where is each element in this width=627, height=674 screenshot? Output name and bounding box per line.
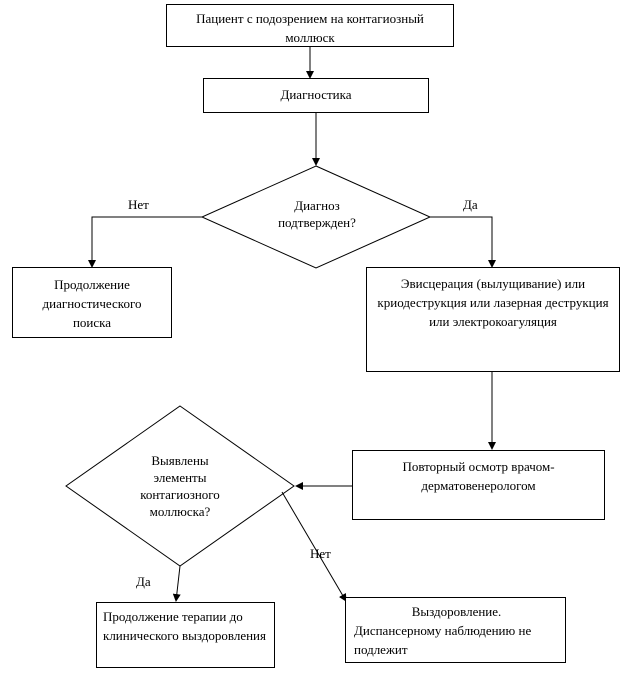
arrow-decision1-no: [88, 216, 202, 268]
arrow-decision1-yes: [430, 216, 496, 268]
recovery-title: Выздоровление.: [411, 604, 502, 619]
diagnostics-text: Диагностика: [280, 87, 352, 102]
decision2-yes-label: Да: [136, 574, 151, 589]
continue-therapy-box: Продолжение терапии до клинического вызд…: [96, 602, 275, 668]
treatment-text: Эвисцерация (вылущивание) или криодестру…: [377, 276, 609, 329]
arrow-decision2-no: [281, 491, 347, 602]
continue-therapy-text: Продолжение терапии до клинического вызд…: [103, 609, 266, 643]
followup-box: Повторный осмотр врачом-дерматовенеролог…: [352, 450, 605, 520]
continue-search-box: Продолжение диагностического поиска: [12, 267, 172, 338]
start-text: Пациент с подозрением на контагиозный мо…: [196, 11, 424, 45]
decision1-no-label: Нет: [128, 197, 149, 212]
decision1-yes-label: Да: [463, 197, 478, 212]
decision1-text: Диагноз подтвержден?: [278, 198, 356, 230]
decision-diamond-1: [200, 165, 432, 269]
decision2-text: Выявлены элементы контагиозного моллюска…: [140, 453, 220, 519]
treatment-box: Эвисцерация (вылущивание) или криодестру…: [366, 267, 620, 372]
recovery-note: Диспансерному наблюдению не подлежит: [354, 623, 532, 657]
arrow-decision2-yes: [172, 565, 181, 602]
decision2-no-label: Нет: [310, 546, 331, 561]
followup-text: Повторный осмотр врачом-дерматовенеролог…: [402, 459, 555, 493]
start-box: Пациент с подозрением на контагиозный мо…: [166, 4, 454, 47]
recovery-box: Выздоровление. Диспансерному наблюдению …: [345, 597, 566, 663]
diagnostics-box: Диагностика: [203, 78, 429, 113]
continue-search-text: Продолжение диагностического поиска: [42, 277, 142, 330]
